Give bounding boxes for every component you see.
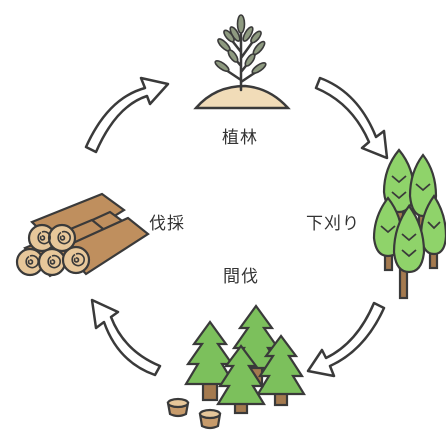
forest-with-stumps-icon	[166, 304, 306, 430]
stage-label-weeding: 下刈り	[306, 214, 360, 234]
stage-label-harvesting: 伐採	[149, 214, 185, 234]
stage-label-thinning: 間伐	[223, 267, 259, 287]
cycle-arrow-icon	[90, 298, 162, 377]
stage-label-planting: 植林	[222, 128, 258, 148]
young-trees-icon	[372, 148, 446, 300]
log-pile-icon	[15, 192, 150, 278]
cycle-arrow-icon	[306, 301, 386, 378]
cycle-arrow-icon	[314, 76, 389, 160]
cycle-arrow-icon	[84, 76, 170, 154]
seedling-icon	[193, 14, 291, 110]
